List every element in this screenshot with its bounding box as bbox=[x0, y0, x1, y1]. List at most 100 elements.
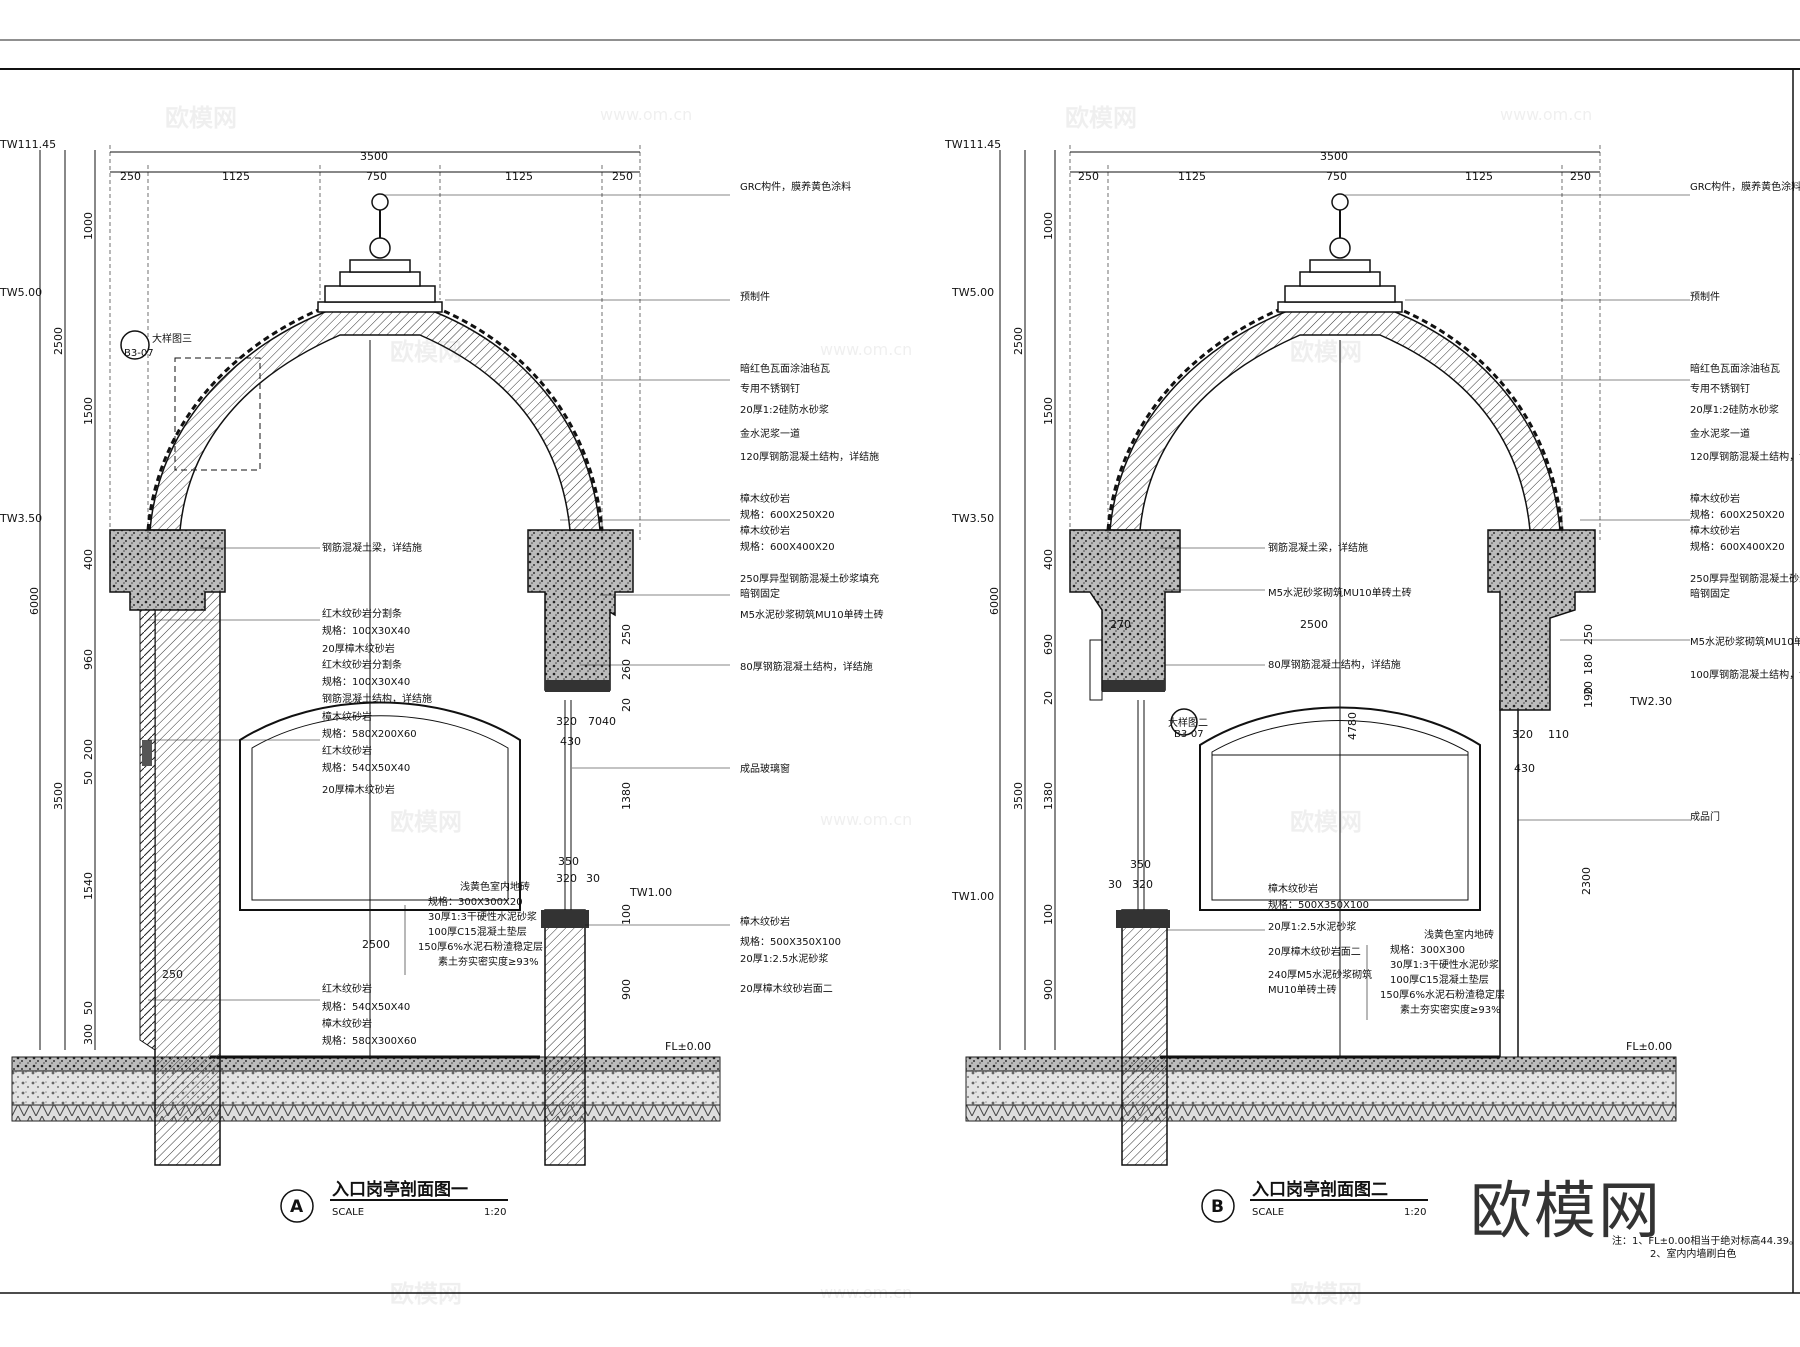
svg-text:2500: 2500 bbox=[362, 938, 390, 951]
svg-text:260: 260 bbox=[620, 659, 633, 680]
svg-text:TW5.00: TW5.00 bbox=[0, 286, 42, 299]
detail-ref-a[interactable] bbox=[120, 330, 150, 360]
detail-ref-b[interactable] bbox=[1170, 708, 1198, 736]
svg-text:M5水泥砂浆砌筑MU10单砖土砖: M5水泥砂浆砌筑MU10单砖土砖 bbox=[1268, 586, 1412, 599]
svg-text:1380: 1380 bbox=[1042, 782, 1055, 810]
general-notes: 注：1、FL±0.00相当于绝对标高44.39。 2、室内内墙刷白色 bbox=[1612, 1234, 1799, 1260]
svg-text:250: 250 bbox=[1078, 170, 1099, 183]
svg-text:FL±0.00: FL±0.00 bbox=[1626, 1040, 1672, 1053]
svg-text:MU10单砖土砖: MU10单砖土砖 bbox=[1268, 983, 1337, 996]
svg-text:320: 320 bbox=[1512, 728, 1533, 741]
svg-text:金水泥浆一道: 金水泥浆一道 bbox=[740, 427, 800, 440]
svg-text:1500: 1500 bbox=[82, 397, 95, 425]
svg-text:规格：500X350X100: 规格：500X350X100 bbox=[740, 935, 841, 948]
section-b: 3500 250 1125 750 1125 250 TW111.45 TW5.… bbox=[944, 138, 1800, 1223]
window-a[interactable] bbox=[239, 340, 521, 1057]
svg-text:B3-07: B3-07 bbox=[1174, 729, 1204, 740]
svg-text:TW1.00: TW1.00 bbox=[629, 886, 672, 899]
svg-text:暗红色瓦面涂油毡瓦: 暗红色瓦面涂油毡瓦 bbox=[1690, 362, 1780, 375]
svg-text:GRC构件，膜养黄色涂料: GRC构件，膜养黄色涂料 bbox=[740, 180, 851, 193]
svg-text:欧模网: 欧模网 bbox=[390, 808, 462, 836]
floor-notes-a: 浅黄色室内地砖 规格：300X300X20 30厚1:3干硬性水泥砂浆 100厚… bbox=[404, 880, 543, 975]
svg-text:红木纹砂岩: 红木纹砂岩 bbox=[322, 744, 372, 757]
svg-text:2500: 2500 bbox=[52, 327, 65, 355]
svg-text:80厚钢筋混凝土结构，详结施: 80厚钢筋混凝土结构，详结施 bbox=[1268, 658, 1401, 671]
svg-text:浅黄色室内地砖: 浅黄色室内地砖 bbox=[1424, 928, 1494, 941]
svg-text:250: 250 bbox=[1582, 624, 1595, 645]
finial-b bbox=[1277, 193, 1403, 313]
svg-text:预制件: 预制件 bbox=[1690, 290, 1720, 303]
svg-text:100: 100 bbox=[1042, 904, 1055, 925]
svg-text:浅黄色室内地砖: 浅黄色室内地砖 bbox=[460, 880, 530, 893]
svg-text:20: 20 bbox=[620, 698, 633, 712]
svg-text:TW3.50: TW3.50 bbox=[951, 512, 994, 525]
svg-text:320: 320 bbox=[556, 715, 577, 728]
svg-text:大样图二: 大样图二 bbox=[1168, 716, 1208, 729]
svg-text:750: 750 bbox=[1326, 170, 1347, 183]
svg-text:规格：300X300X20: 规格：300X300X20 bbox=[428, 895, 523, 908]
svg-text:250: 250 bbox=[620, 624, 633, 645]
svg-text:3500: 3500 bbox=[360, 150, 388, 163]
svg-text:1000: 1000 bbox=[1042, 212, 1055, 240]
svg-text:3500: 3500 bbox=[1320, 150, 1348, 163]
window-b[interactable] bbox=[1199, 340, 1481, 1057]
svg-text:暗钢固定: 暗钢固定 bbox=[1690, 587, 1730, 600]
svg-text:3500: 3500 bbox=[1012, 782, 1025, 810]
svg-text:960: 960 bbox=[82, 649, 95, 670]
svg-text:430: 430 bbox=[560, 735, 581, 748]
svg-text:www.om.cn: www.om.cn bbox=[820, 340, 912, 359]
svg-text:100厚C15混凝土垫层: 100厚C15混凝土垫层 bbox=[1390, 973, 1489, 986]
svg-text:金水泥浆一道: 金水泥浆一道 bbox=[1690, 427, 1750, 440]
watermarks: 欧模网 www.om.cn 欧模网 www.om.cn 欧模网 www.om.c… bbox=[165, 104, 1592, 1308]
svg-text:欧模网: 欧模网 bbox=[165, 104, 237, 132]
svg-text:180: 180 bbox=[1582, 654, 1595, 675]
svg-text:150厚6%水泥石粉渣稳定层: 150厚6%水泥石粉渣稳定层 bbox=[1380, 988, 1505, 1001]
svg-text:320: 320 bbox=[1132, 878, 1153, 891]
svg-text:SCALE: SCALE bbox=[1252, 1207, 1284, 1218]
svg-text:成品玻璃窗: 成品玻璃窗 bbox=[740, 762, 790, 775]
svg-text:1:20: 1:20 bbox=[484, 1207, 506, 1218]
svg-text:M5水泥砂浆砌筑MU10单砖土砖: M5水泥砂浆砌筑MU10单砖土砖 bbox=[1690, 635, 1800, 648]
svg-text:80厚钢筋混凝土结构，详结施: 80厚钢筋混凝土结构，详结施 bbox=[740, 660, 873, 673]
svg-text:30厚1:3干硬性水泥砂浆: 30厚1:3干硬性水泥砂浆 bbox=[1390, 958, 1499, 971]
svg-text:6000: 6000 bbox=[988, 587, 1001, 615]
svg-text:樟木纹砂岩: 樟木纹砂岩 bbox=[1268, 882, 1318, 895]
brand-watermark: 欧模网 bbox=[1470, 1174, 1663, 1247]
svg-text:350: 350 bbox=[558, 855, 579, 868]
svg-text:规格：600X400X20: 规格：600X400X20 bbox=[1690, 540, 1785, 553]
svg-text:50: 50 bbox=[82, 1001, 95, 1015]
svg-text:大样图三: 大样图三 bbox=[152, 332, 192, 345]
svg-text:专用不锈钢钉: 专用不锈钢钉 bbox=[1690, 382, 1750, 395]
svg-text:1540: 1540 bbox=[82, 872, 95, 900]
svg-text:GRC构件，膜养黄色涂料: GRC构件，膜养黄色涂料 bbox=[1690, 180, 1800, 193]
svg-text:200: 200 bbox=[82, 739, 95, 760]
svg-text:190: 190 bbox=[1582, 687, 1595, 708]
svg-text:250厚异型钢筋混凝土砂浆填充: 250厚异型钢筋混凝土砂浆填充 bbox=[740, 572, 879, 585]
svg-text:2、室内内墙刷白色: 2、室内内墙刷白色 bbox=[1650, 1247, 1736, 1260]
svg-text:2500: 2500 bbox=[1300, 618, 1328, 631]
svg-text:樟木纹砂岩: 樟木纹砂岩 bbox=[740, 524, 790, 537]
svg-text:www.om.cn: www.om.cn bbox=[820, 810, 912, 829]
svg-text:20厚樟木纹砂岩面二: 20厚樟木纹砂岩面二 bbox=[740, 982, 833, 995]
finial-a bbox=[317, 193, 443, 313]
svg-text:欧模网: 欧模网 bbox=[1290, 338, 1362, 366]
svg-text:250厚异型钢筋混凝土砂浆填充: 250厚异型钢筋混凝土砂浆填充 bbox=[1690, 572, 1800, 585]
svg-text:350: 350 bbox=[1130, 858, 1151, 871]
svg-text:70: 70 bbox=[588, 715, 602, 728]
floor-notes-b: 浅黄色室内地砖 规格：300X300 30厚1:3干硬性水泥砂浆 100厚C15… bbox=[1366, 928, 1505, 1020]
svg-text:B3-07: B3-07 bbox=[124, 348, 154, 359]
svg-text:1125: 1125 bbox=[505, 170, 533, 183]
svg-text:300: 300 bbox=[82, 1024, 95, 1045]
svg-text:M5水泥砂浆砌筑MU10单砖土砖: M5水泥砂浆砌筑MU10单砖土砖 bbox=[740, 608, 884, 621]
section-a: 3500 250 1125 750 1125 250 TW111.45 TW5.… bbox=[0, 138, 884, 1223]
svg-text:100厚C15混凝土垫层: 100厚C15混凝土垫层 bbox=[428, 925, 527, 938]
svg-text:红木纹砂岩: 红木纹砂岩 bbox=[322, 982, 372, 995]
svg-text:钢筋混凝土结构，详结施: 钢筋混凝土结构，详结施 bbox=[322, 692, 432, 705]
svg-text:20: 20 bbox=[1582, 681, 1595, 695]
svg-text:www.om.cn: www.om.cn bbox=[600, 105, 692, 124]
svg-text:A: A bbox=[290, 1197, 304, 1217]
svg-text:250: 250 bbox=[1570, 170, 1591, 183]
svg-text:400: 400 bbox=[1042, 549, 1055, 570]
svg-text:TW111.45: TW111.45 bbox=[0, 138, 56, 151]
